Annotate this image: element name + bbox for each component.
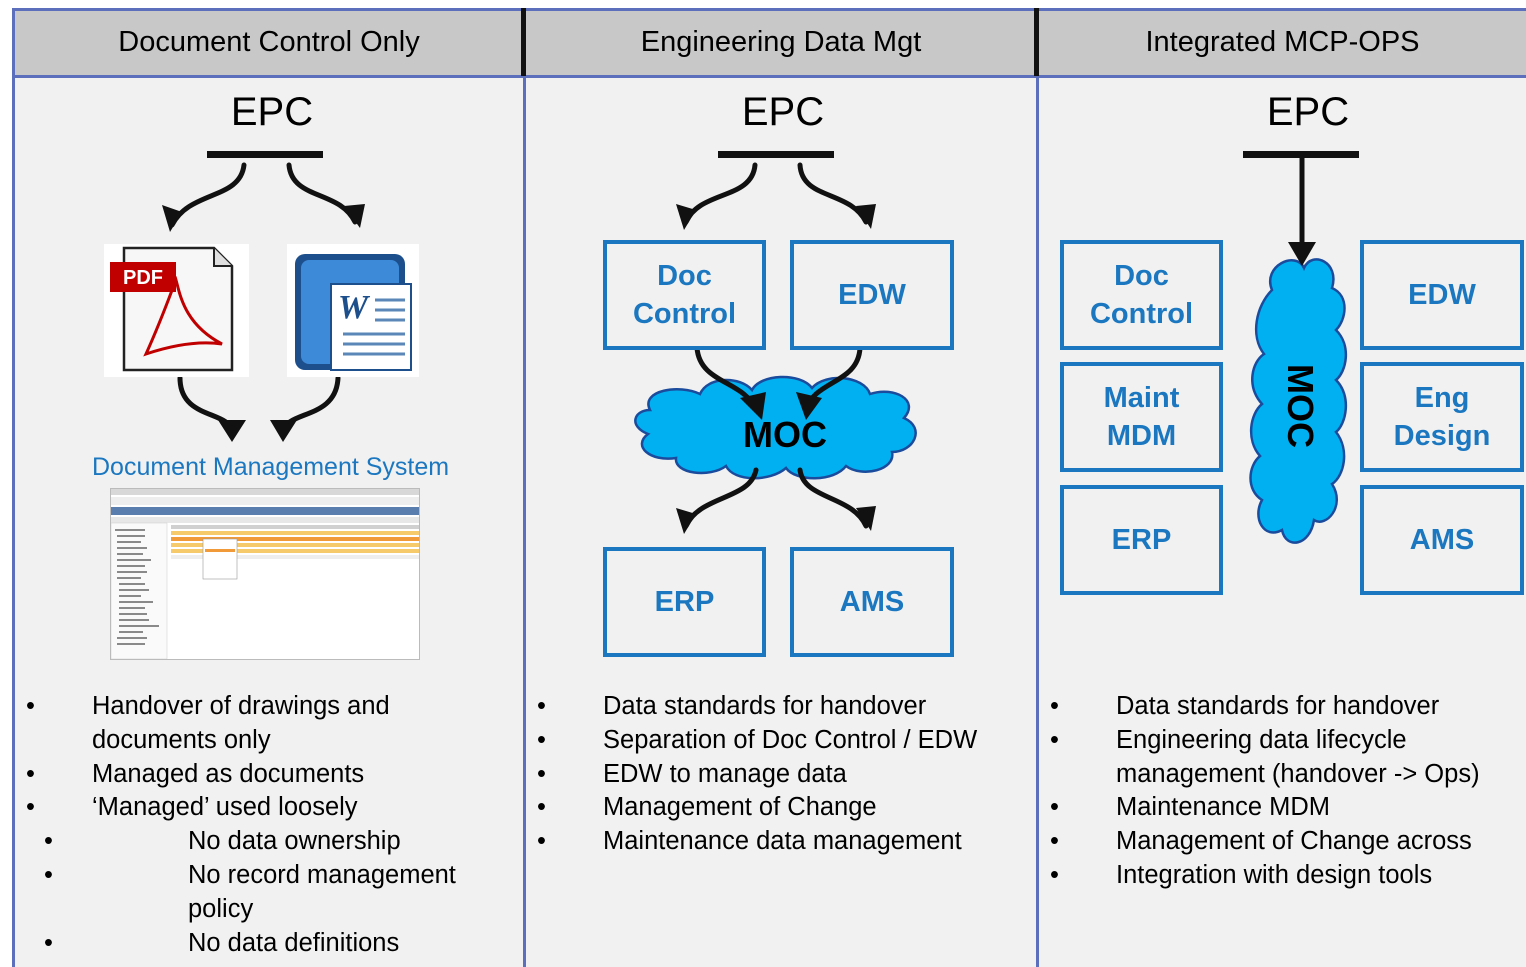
- sub-bullet-item: No record management policy: [12, 859, 517, 927]
- box-label: MDM: [1106, 420, 1177, 452]
- erp-box: ERP: [1060, 485, 1223, 595]
- box-label: Design: [1393, 420, 1491, 452]
- bullet-item: Integration with design tools: [1036, 859, 1526, 893]
- ams-box: AMS: [1360, 485, 1524, 595]
- bullet-text: Managed as documents: [92, 759, 365, 788]
- bullet-text: Data standards for handover: [603, 692, 927, 720]
- edw-box: EDW: [1360, 240, 1524, 350]
- epc-label: EPC: [230, 90, 314, 134]
- erp-box: ERP: [603, 547, 766, 657]
- bullet-text: EDW to manage data: [603, 759, 847, 788]
- box-label: Doc: [657, 260, 712, 292]
- bullet-item: Management of Change: [523, 791, 1033, 825]
- column-3-bullets: Data standards for handover Engineering …: [1036, 690, 1526, 893]
- bullet-item: EDW to manage data: [523, 758, 1033, 792]
- bullet-text: No data ownership: [188, 827, 401, 856]
- sub-bullet-item: No data ownership: [12, 825, 517, 859]
- epc-bar: [207, 151, 323, 158]
- moc-label: MOC: [743, 414, 827, 455]
- bullet-item: Management of Change across: [1036, 825, 1526, 859]
- column-1-bullets: Handover of drawings and documents only …: [12, 690, 517, 960]
- box-label: AMS: [839, 586, 905, 618]
- bullet-text: Handover of drawings and documents only: [92, 692, 390, 754]
- box-label: Control: [632, 298, 737, 330]
- edw-box: EDW: [790, 240, 954, 350]
- bullet-text: Management of Change across: [1116, 827, 1472, 856]
- dms-screenshot: [110, 488, 420, 660]
- bullet-text: Data standards for handover: [1116, 692, 1440, 720]
- ams-box: AMS: [790, 547, 954, 657]
- sub-bullets: No data ownership No record management p…: [12, 825, 517, 960]
- box-label: Doc: [1114, 260, 1169, 292]
- box-label: Maint: [1103, 382, 1180, 414]
- header-divider: [1034, 8, 1039, 76]
- header-divider: [521, 8, 526, 76]
- bullet-item: Separation of Doc Control / EDW: [523, 724, 1033, 758]
- bullet-text: Engineering data lifecycle management (h…: [1116, 725, 1480, 788]
- epc-label: EPC: [741, 90, 825, 134]
- epc-bar: [1243, 151, 1359, 158]
- svg-text:PDF: PDF: [123, 267, 163, 289]
- bullet-item: ‘Managed’ used loosely No data ownership…: [12, 791, 517, 960]
- column-header: Engineering Data Mgt: [526, 11, 1036, 78]
- epc-label: EPC: [1266, 90, 1350, 134]
- sub-bullet-item: No data definitions: [12, 927, 517, 961]
- pdf-file-icon: PDF: [104, 244, 249, 377]
- box-label: ERP: [654, 586, 715, 618]
- moc-label-vertical: MOC: [1280, 364, 1321, 448]
- bullet-item: Data standards for handover: [1036, 690, 1526, 724]
- bullet-text: Integration with design tools: [1116, 860, 1433, 889]
- box-label: ERP: [1111, 524, 1172, 556]
- bullet-item: Managed as documents: [12, 758, 517, 792]
- bullet-text: No record management policy: [188, 860, 456, 923]
- bullet-item: Data standards for handover: [523, 690, 1033, 724]
- bullet-item: Maintenance data management: [523, 825, 1033, 859]
- box-label: AMS: [1409, 524, 1475, 556]
- bullet-text: No data definitions: [188, 928, 400, 957]
- bullet-text: Maintenance MDM: [1116, 793, 1330, 822]
- word-document-icon: W: [287, 244, 419, 377]
- column-header: Integrated MCP-OPS: [1039, 11, 1526, 78]
- bullet-text: Separation of Doc Control / EDW: [603, 725, 978, 754]
- box-label: EDW: [1408, 279, 1476, 311]
- column-header: Document Control Only: [15, 11, 523, 78]
- bullet-text: Maintenance data management: [603, 827, 962, 856]
- column-2-bullets: Data standards for handover Separation o…: [523, 690, 1033, 859]
- box-label: Control: [1089, 298, 1194, 330]
- bullet-text: ‘Managed’ used loosely: [92, 793, 358, 822]
- bullet-text: Management of Change: [603, 793, 877, 822]
- bullet-item: Engineering data lifecycle management (h…: [1036, 724, 1526, 792]
- bullet-item: Handover of drawings and documents only: [12, 690, 517, 758]
- dms-title: Document Management System: [92, 453, 450, 481]
- box-label: EDW: [838, 279, 906, 311]
- svg-text:W: W: [338, 289, 371, 326]
- bullet-item: Maintenance MDM: [1036, 791, 1526, 825]
- epc-bar: [718, 151, 834, 158]
- box-label: Eng: [1414, 382, 1470, 414]
